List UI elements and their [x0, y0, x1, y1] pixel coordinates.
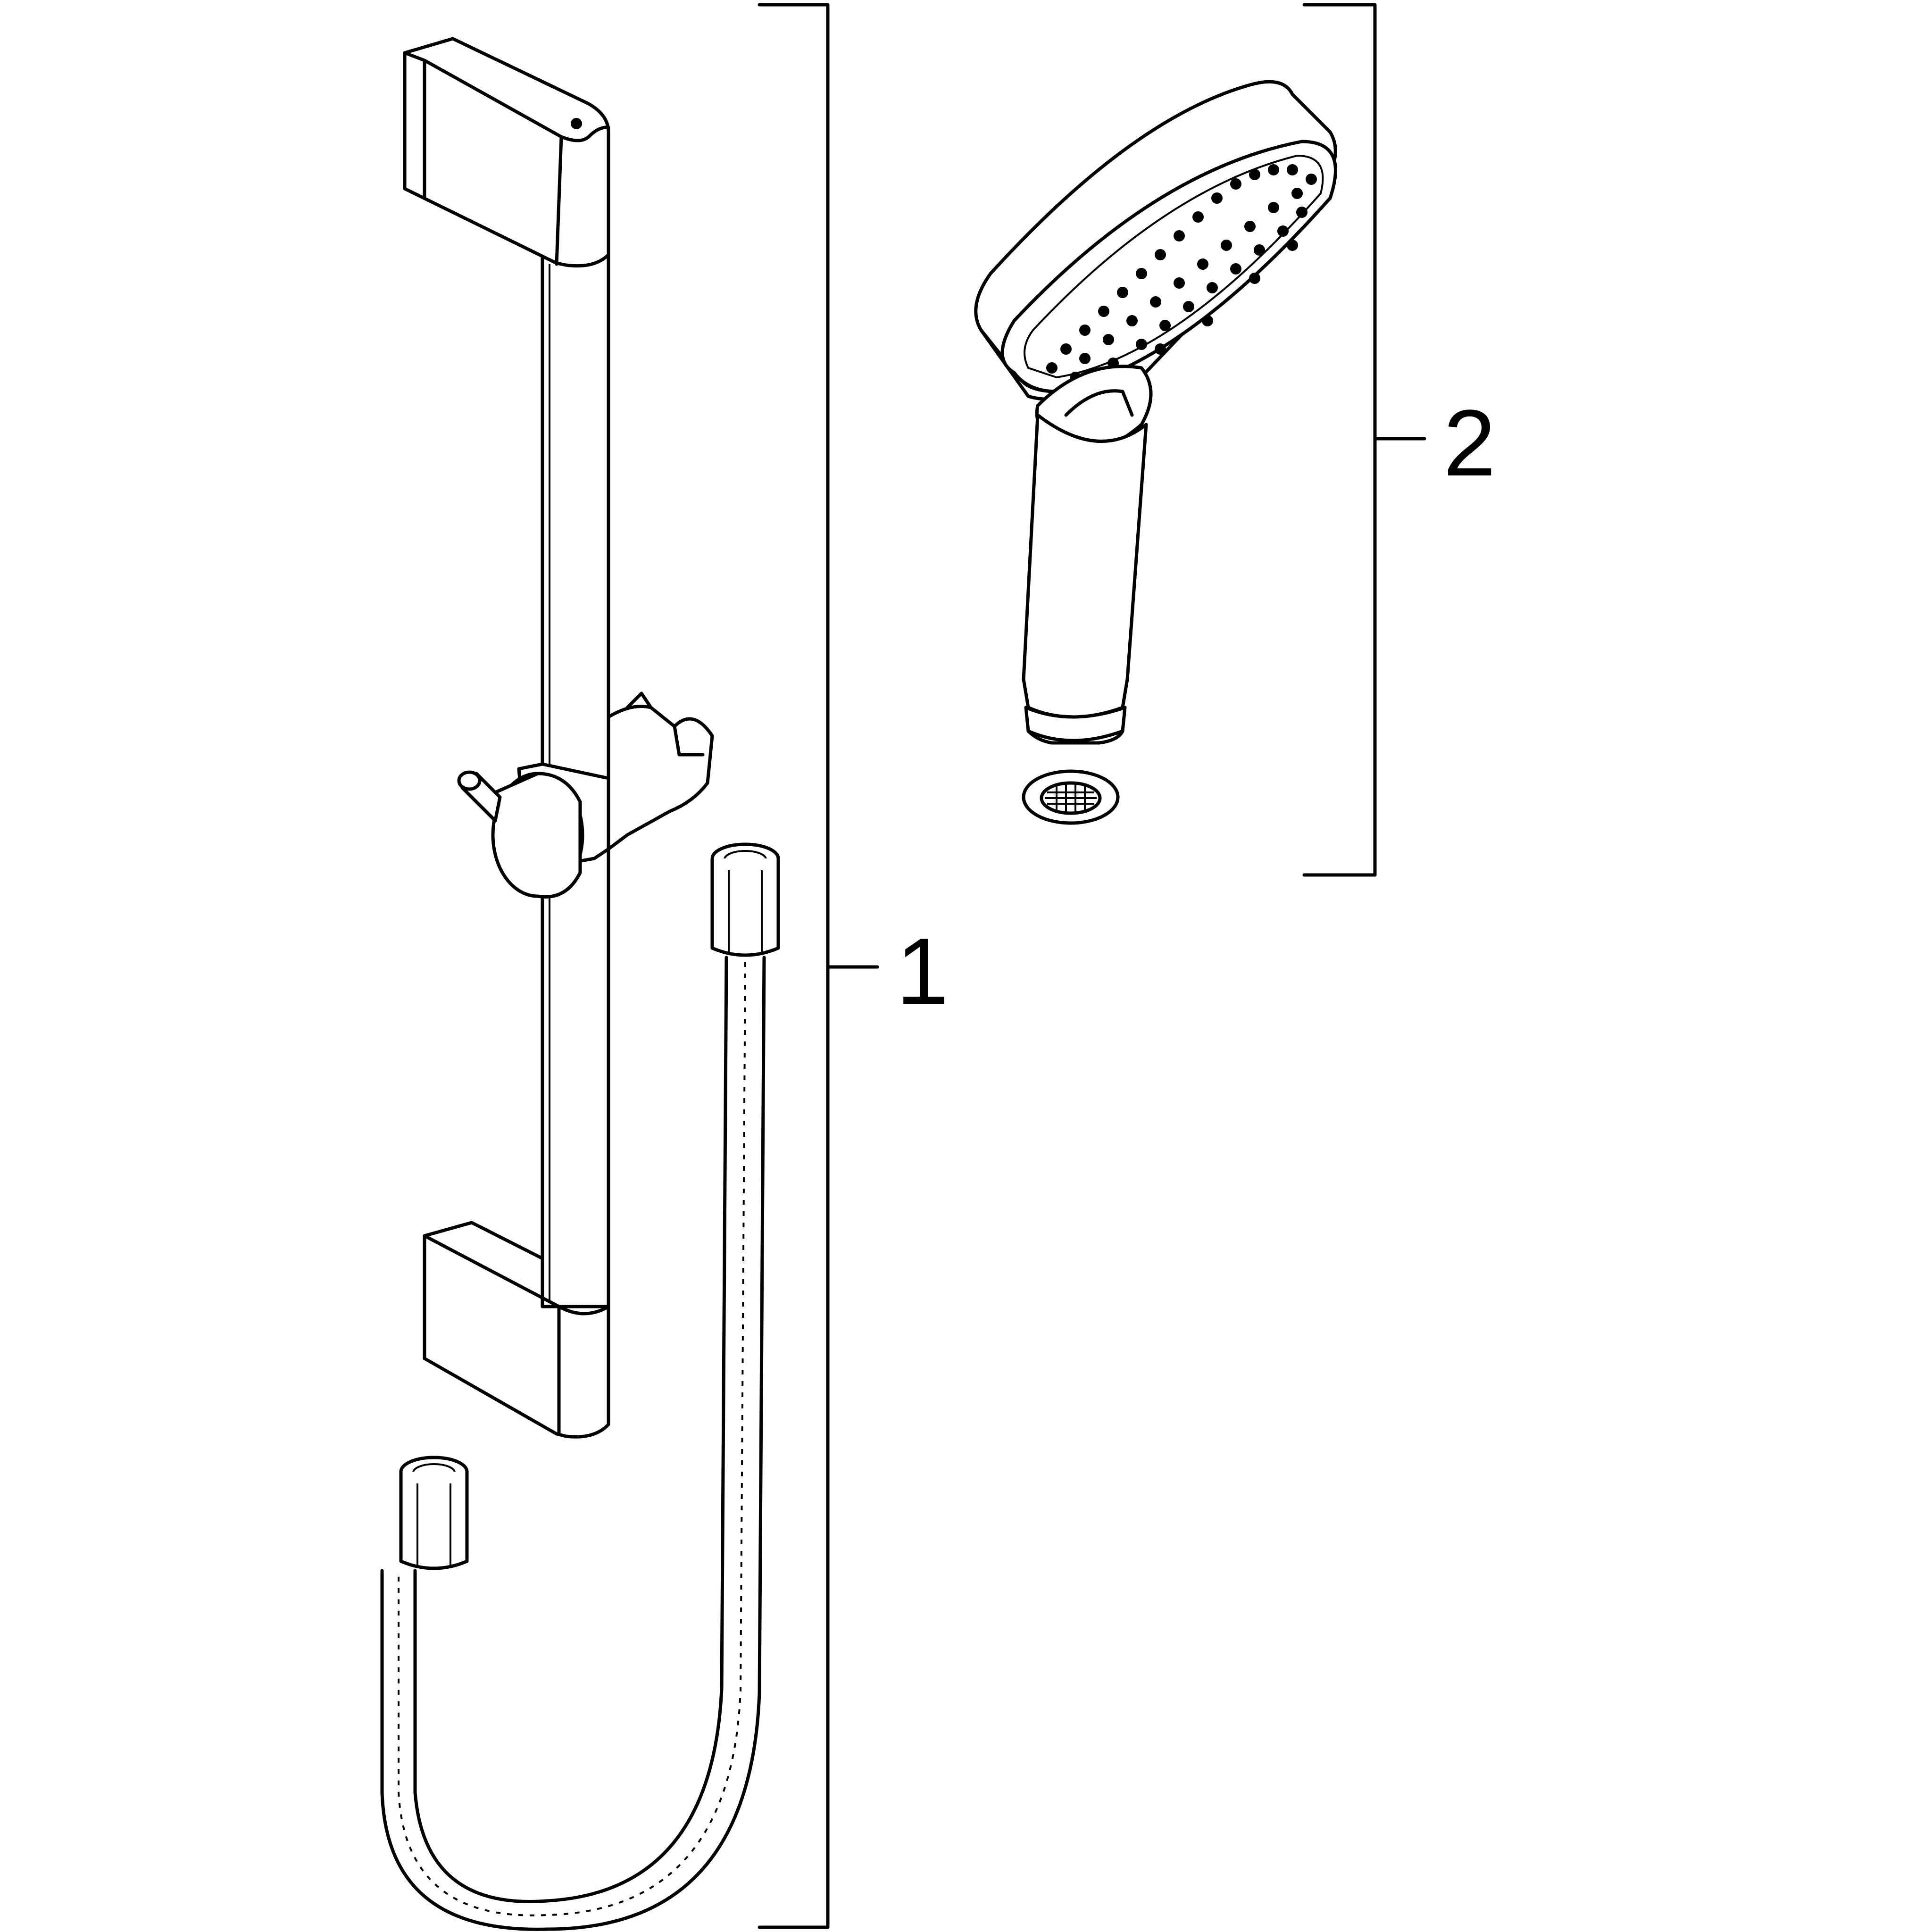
rail-top-bracket	[403, 37, 610, 268]
filter-washer	[1022, 769, 1120, 825]
hand-shower	[974, 80, 1337, 745]
callout-bracket-2	[1302, 3, 1426, 877]
rail-bottom-bracket	[423, 1221, 610, 1439]
callout-bracket-1	[758, 3, 879, 1929]
callout-label-2: 2	[1443, 391, 1496, 496]
slider-holder	[457, 691, 714, 899]
shower-hose	[380, 842, 780, 1931]
callout-label-1: 1	[896, 919, 949, 1024]
